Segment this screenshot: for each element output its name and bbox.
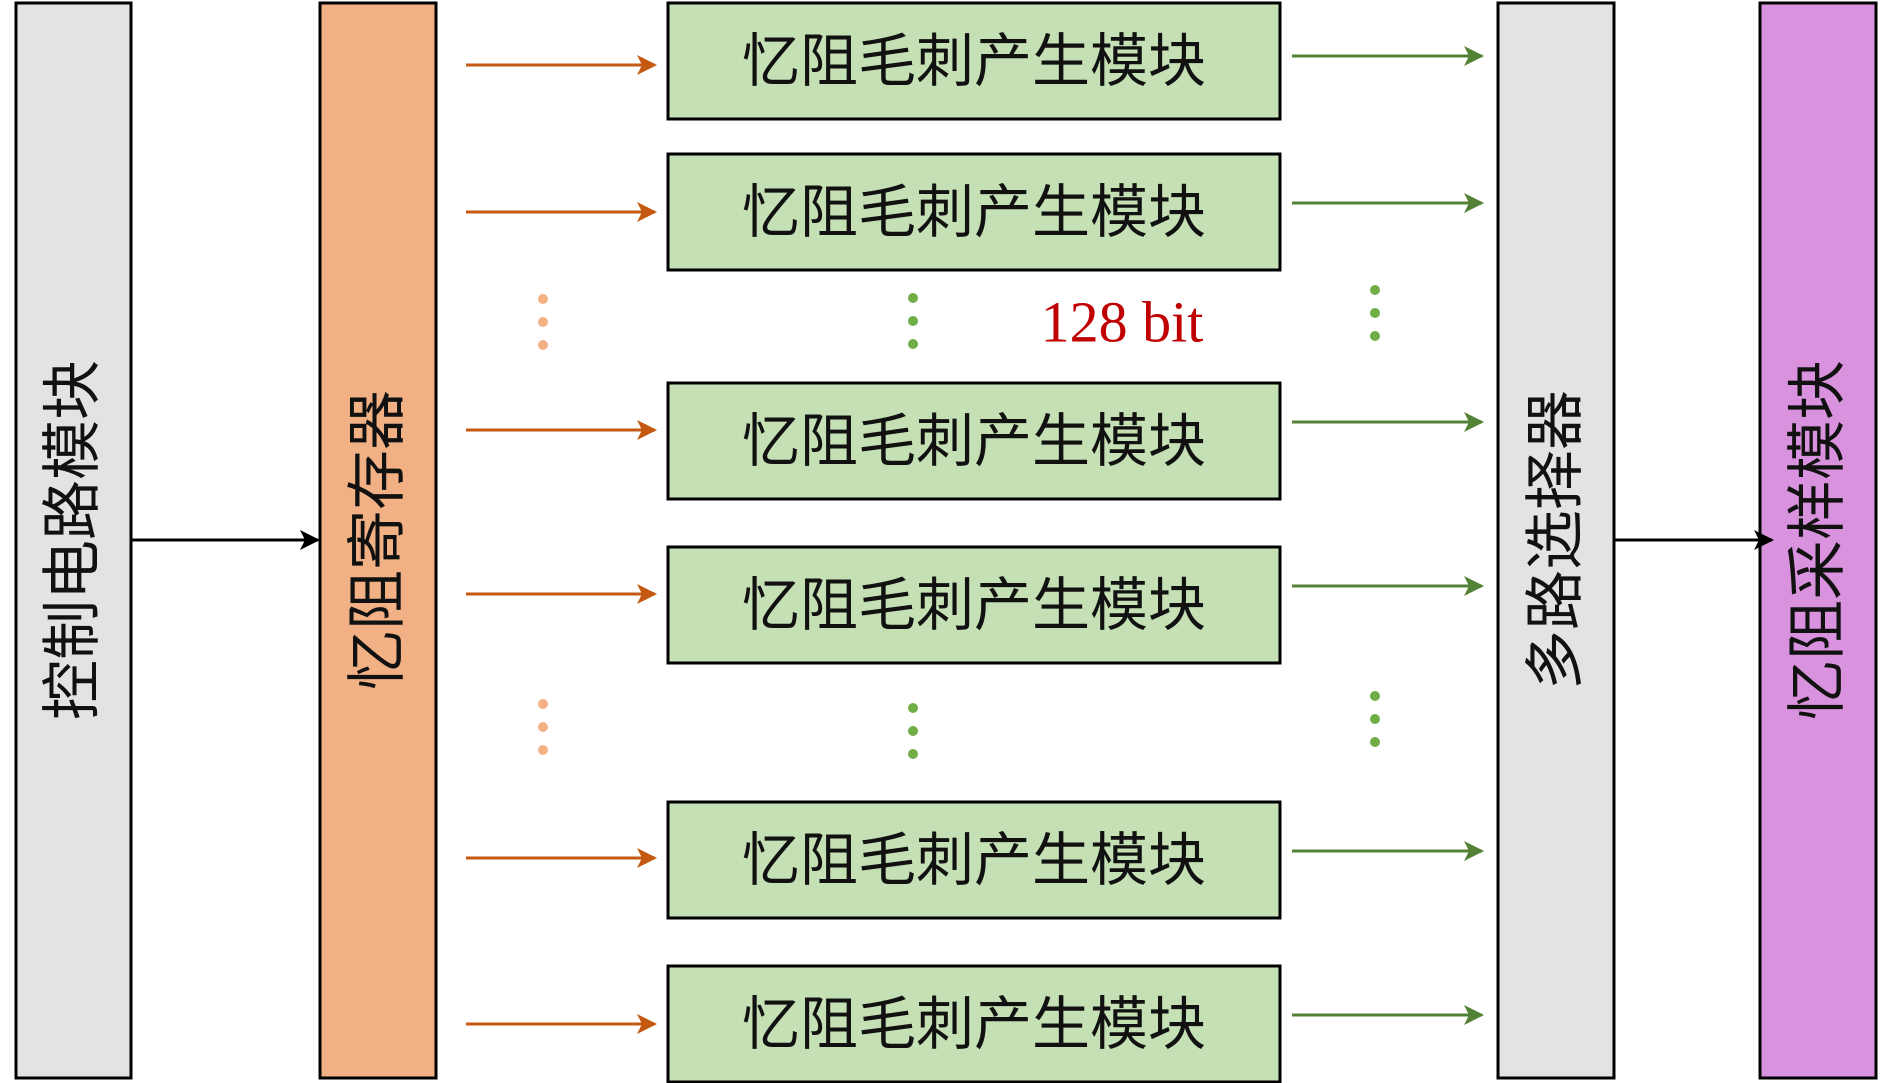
- ellipsis-upper-glitch: [908, 293, 918, 349]
- multiplexer-block: 多路选择器: [1496, 1, 1616, 1080]
- ellipsis-upper-register: [538, 294, 548, 350]
- control-circuit-label: 控制电路模块: [38, 360, 108, 720]
- ellipsis-upper-mux: [1370, 285, 1380, 341]
- bit-width-label: 128 bit: [1041, 290, 1204, 355]
- glitch-module: 忆阻毛刺产生模块: [666, 800, 1282, 920]
- control-circuit-block: 控制电路模块: [14, 1, 133, 1080]
- glitch-module-label: 忆阻毛刺产生模块: [742, 27, 1206, 95]
- glitch-module-label: 忆阻毛刺产生模块: [742, 407, 1206, 475]
- memristor-sampling-label: 忆阻采样模块: [1783, 360, 1853, 720]
- glitch-module-column: 忆阻毛刺产生模块 忆阻毛刺产生模块 忆阻毛刺产生模块 忆阻毛刺产生模块 忆阻毛刺…: [666, 1, 1282, 1083]
- ellipsis-lower-mux: [1370, 691, 1380, 747]
- glitch-module: 忆阻毛刺产生模块: [666, 964, 1282, 1083]
- memristor-register-block: 忆阻寄存器: [318, 1, 438, 1080]
- glitch-module-label: 忆阻毛刺产生模块: [742, 826, 1206, 894]
- glitch-module: 忆阻毛刺产生模块: [666, 1, 1282, 121]
- memristor-register-label: 忆阻寄存器: [343, 390, 413, 690]
- ellipsis-lower-glitch: [908, 703, 918, 759]
- multiplexer-label: 多路选择器: [1521, 390, 1591, 690]
- glitch-output-arrows: [1292, 46, 1484, 1025]
- glitch-module: 忆阻毛刺产生模块: [666, 381, 1282, 501]
- glitch-module: 忆阻毛刺产生模块: [666, 545, 1282, 665]
- memristor-sampling-block: 忆阻采样模块: [1758, 1, 1878, 1080]
- glitch-module-label: 忆阻毛刺产生模块: [742, 178, 1206, 246]
- glitch-module-label: 忆阻毛刺产生模块: [742, 571, 1206, 639]
- ellipsis-lower-register: [538, 699, 548, 755]
- register-output-arrows: [466, 55, 657, 1034]
- glitch-module: 忆阻毛刺产生模块: [666, 152, 1282, 272]
- glitch-module-label: 忆阻毛刺产生模块: [742, 990, 1206, 1058]
